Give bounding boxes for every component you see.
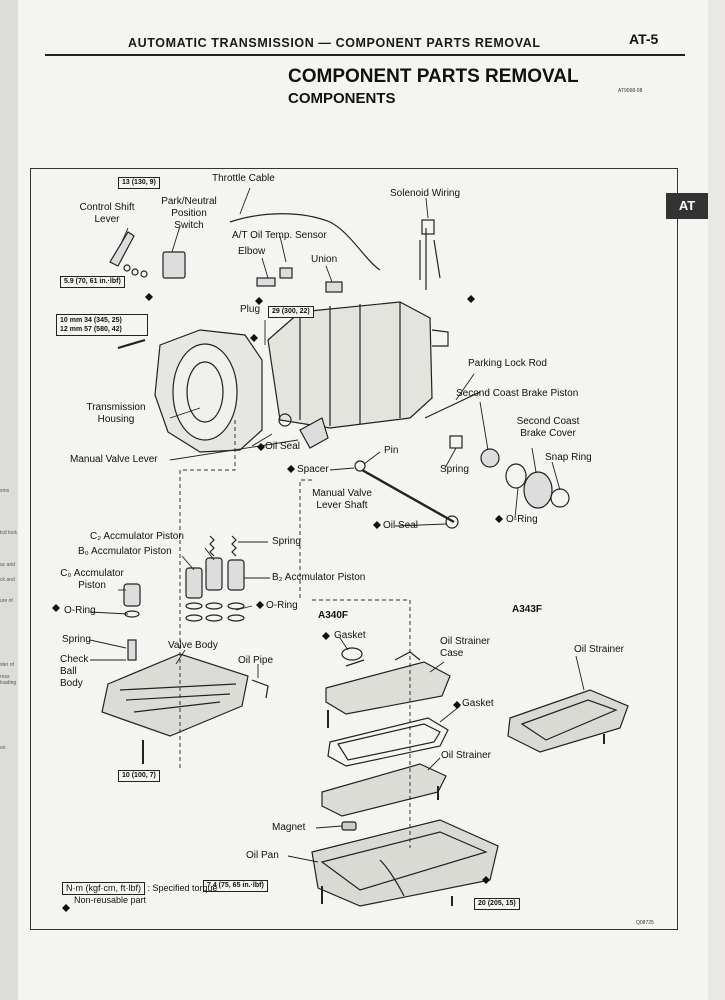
label-oil-strainer-2: Oil Strainer <box>441 750 492 761</box>
label-oil-strainer-1: Oil Strainer <box>574 644 625 655</box>
torque-box: 10 (100, 7) <box>118 770 160 782</box>
label-gasket-2: Gasket <box>462 698 494 709</box>
margin-snippet: xms <box>0 488 10 494</box>
label-spring-2: Spring <box>272 536 301 547</box>
margin-snippet: ster of <box>0 662 14 668</box>
label-o-ring-3: O-Ring <box>266 600 298 611</box>
label-valve-body: Valve Body <box>168 640 218 651</box>
label-spring-1: Spring <box>440 464 469 475</box>
label-snap-ring: Snap Ring <box>545 452 592 463</box>
section-header: AUTOMATIC TRANSMISSION — COMPONENT PARTS… <box>128 36 541 50</box>
label-transmission-housing: Transmission Housing <box>86 402 146 425</box>
label-elbow: Elbow <box>238 246 266 257</box>
torque-box: 29 (300, 22) <box>268 306 314 318</box>
label-gasket-1: Gasket <box>334 630 366 641</box>
legend-specified: : Specified torque <box>147 883 218 893</box>
margin-snippet: on <box>0 745 6 751</box>
margin-snippet: ck and <box>0 577 15 583</box>
margin-snippet: tcd lock <box>0 530 17 536</box>
label-check-ball-body: Check Ball Body <box>60 654 89 689</box>
torque-line: 10 mm 34 (345, 25) <box>60 317 122 324</box>
section-tab[interactable]: AT <box>666 193 708 219</box>
page-code: AT-5 <box>629 31 659 47</box>
label-oil-pan: Oil Pan <box>246 850 279 861</box>
label-o-ring-1: O-Ring <box>506 514 538 525</box>
label-at-oil-temp-sensor: A/T Oil Temp. Sensor <box>232 230 327 241</box>
legend-non-reusable: Non-reusable part <box>74 895 147 905</box>
label-o-ring-2: O-Ring <box>64 605 96 616</box>
diagram-frame <box>30 168 678 930</box>
label-c0-accumulator-piston: C₀ Accmulator Piston <box>60 568 124 591</box>
margin-snippet: ure of <box>0 598 13 604</box>
label-oil-seal-1: Oil Seal <box>265 441 301 452</box>
label-union: Union <box>311 254 338 265</box>
manual-page <box>18 0 708 1000</box>
legend-torque-row: N·m (kgf·cm, ft·lbf) : Specified torque <box>62 882 218 895</box>
reference-code: AT9068-08 <box>618 88 643 94</box>
legend: N·m (kgf·cm, ft·lbf) : Specified torque … <box>62 882 218 906</box>
label-oil-strainer-case: Oil Strainer Case <box>440 636 491 659</box>
label-spacer: Spacer <box>297 464 329 475</box>
page-title: COMPONENT PARTS REMOVAL <box>288 66 579 87</box>
label-oil-pipe: Oil Pipe <box>238 655 274 666</box>
label-parking-lock-rod: Parking Lock Rod <box>468 358 547 369</box>
label-b2-accumulator-piston: B₂ Accmulator Piston <box>272 572 366 583</box>
legend-unit: N·m (kgf·cm, ft·lbf) <box>62 882 145 895</box>
label-throttle-cable: Throttle Cable <box>212 173 275 184</box>
label-park-neutral-position-switch: Park/Neutral Position Switch <box>161 196 217 231</box>
margin-snippet: ross loading <box>0 674 17 686</box>
torque-box: 13 (130, 9) <box>118 177 160 189</box>
torque-box: 7.4 (75, 65 in.·lbf) <box>203 880 268 892</box>
label-second-coast-brake-piston: Second Coast Brake Piston <box>456 388 579 399</box>
label-second-coast-brake-cover: Second Coast Brake Cover <box>516 416 580 439</box>
label-plug: Plug <box>240 304 261 315</box>
label-magnet: Magnet <box>272 822 306 833</box>
label-pin: Pin <box>384 445 399 456</box>
label-solenoid-wiring: Solenoid Wiring <box>390 188 461 199</box>
label-c2-accumulator-piston: C₂ Accmulator Piston <box>90 531 184 542</box>
header-rule <box>45 54 685 56</box>
label-manual-valve-lever-shaft: Manual Valve Lever Shaft <box>312 488 372 511</box>
label-a340f: A340F <box>318 610 349 621</box>
label-a343f: A343F <box>512 604 543 615</box>
page-subtitle: COMPONENTS <box>288 90 396 107</box>
torque-box-double: 10 mm 34 (345, 25) 12 mm 57 (580, 42) <box>56 314 148 336</box>
label-control-shift-lever: Control Shift Lever <box>79 202 135 225</box>
margin-snippet: ac and <box>0 562 16 568</box>
label-spring-3: Spring <box>62 634 91 645</box>
torque-box: 5.9 (70, 61 in.·lbf) <box>60 276 125 288</box>
torque-box: 20 (205, 15) <box>474 898 520 910</box>
figure-code: Q08725 <box>636 920 654 926</box>
torque-line: 12 mm 57 (580, 42) <box>60 326 122 333</box>
label-oil-seal-2: Oil Seal <box>383 520 419 531</box>
label-b0-accumulator-piston: B₀ Accmulator Piston <box>78 546 172 557</box>
label-manual-valve-lever: Manual Valve Lever <box>70 454 158 465</box>
